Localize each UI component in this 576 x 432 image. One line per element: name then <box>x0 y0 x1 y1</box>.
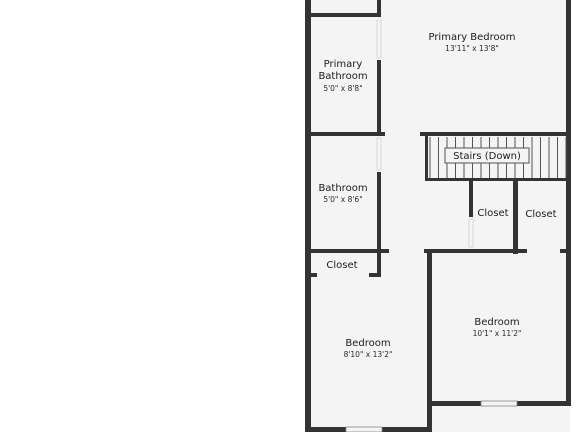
wall-closets-bottom-right <box>560 249 570 253</box>
closet-left-name: Closet <box>477 208 508 219</box>
primary-bedroom-dims: 13'11" x 13'8" <box>445 44 499 53</box>
closet-hall-name: Closet <box>326 260 357 271</box>
wall-closet-left-left <box>469 181 473 217</box>
closet-right-name: Closet <box>525 209 556 220</box>
wall-primary-bath-right <box>377 60 381 136</box>
wall-bath-right <box>377 172 381 252</box>
window-bedroom-left <box>345 426 383 432</box>
bedroom-left-dims: 8'10" x 13'2" <box>344 350 393 359</box>
room-labels: Primary Bedroom 13'11" x 13'8" Primary B… <box>318 32 556 359</box>
floor-areas <box>308 0 570 432</box>
outer-wall-left <box>305 0 311 432</box>
floor-fill <box>308 0 570 432</box>
wall-stairs-bottom <box>425 178 570 181</box>
wall-primary-bed-bottom-right <box>420 132 570 136</box>
bathroom-name: Bathroom <box>318 183 367 194</box>
wall-bath-bottom <box>305 249 389 253</box>
openings <box>345 19 518 432</box>
stairs-label-bg <box>444 147 530 164</box>
window-bedroom-right <box>480 400 518 407</box>
wall-hall-closet-right <box>377 253 381 277</box>
wall-hall-closet-bottom-right <box>369 273 381 277</box>
window-closet <box>468 218 474 248</box>
bedroom-right-name: Bedroom <box>474 317 519 328</box>
wall-primary-bed-bottom-left <box>377 132 385 136</box>
stairs-name: Stairs (Down) <box>453 151 521 162</box>
primary-bathroom-name-line1: Primary <box>324 59 363 70</box>
wall-bedrooms-divider <box>427 253 432 432</box>
primary-bedroom-name: Primary Bedroom <box>428 32 515 43</box>
window-bathroom <box>376 137 382 171</box>
wall-top-closet-bottom <box>305 13 381 17</box>
wall-stairs-left <box>425 136 428 180</box>
bathroom-dims: 5'0" x 8'6" <box>323 195 362 204</box>
wall-closets-bottom-left <box>469 249 527 253</box>
wall-closet-divider <box>513 181 518 254</box>
wall-hall-closet-bottom-left <box>305 273 317 277</box>
bedroom-right-dims: 10'1" x 11'2" <box>473 329 522 338</box>
wall-top-closet-right <box>377 0 381 17</box>
outer-wall-right <box>566 0 571 404</box>
stairs-treads <box>429 137 567 178</box>
wall-primary-bath-bottom <box>305 132 381 136</box>
primary-bathroom-name-line2: Bathroom <box>318 71 367 82</box>
primary-bathroom-dims: 5'0" x 8'8" <box>323 84 362 93</box>
bedroom-left-name: Bedroom <box>345 338 390 349</box>
wall-bedroom-right-top <box>424 249 469 253</box>
window-primary-bath <box>376 19 382 59</box>
